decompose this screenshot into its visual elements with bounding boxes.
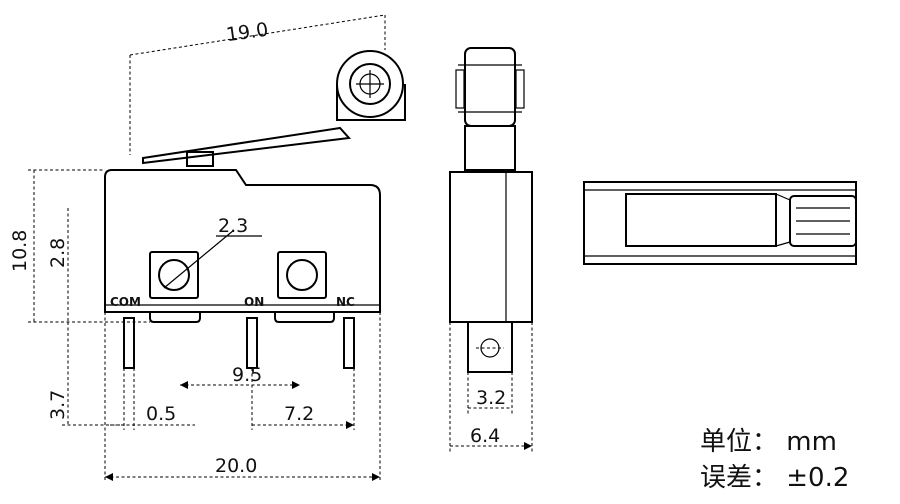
hole-right-circle (286, 259, 318, 291)
roller-bracket (336, 84, 406, 121)
side-roller (464, 47, 516, 127)
top-lever (625, 193, 777, 247)
top-bracket-upper (775, 193, 791, 201)
dim-3-2-text: 3.2 (476, 387, 506, 409)
dim-2-8-text: 2.8 (47, 238, 69, 268)
dim-6-4-arrow (524, 442, 532, 450)
dim-6-4-text: 6.4 (470, 425, 500, 447)
mounting-hole-right (277, 251, 327, 299)
side-axle-cap-right (515, 69, 525, 109)
dim-20-arrow-left (105, 473, 113, 481)
dim-9-5-arrow-right (292, 381, 300, 389)
side-axle-cap-left (455, 69, 465, 109)
lever-arm (142, 126, 352, 165)
pin-com (123, 317, 135, 369)
side-pin (467, 321, 513, 373)
top-bracket-lower (775, 241, 791, 247)
roller-inner (349, 63, 391, 105)
hole-leader-line (163, 229, 235, 289)
dim-2-3-text: 2.3 (218, 215, 248, 237)
label-com: COM (110, 295, 141, 309)
switch-body (104, 169, 381, 313)
side-lever (464, 125, 516, 171)
dim-19-text: 19.0 (225, 19, 270, 47)
lever-pivot (186, 151, 214, 167)
dim-10-8-text: 10.8 (9, 230, 31, 272)
dim-9-5-arrow-left (180, 381, 188, 389)
dim-7-2-arrow (346, 421, 354, 429)
dim-9-5-text: 9.5 (232, 364, 262, 386)
dim-3-7-text: 3.7 (47, 390, 69, 420)
dim-7-2-text: 7.2 (284, 403, 314, 425)
label-nc: NC (336, 295, 355, 309)
dim-19-line (129, 14, 386, 56)
front-view: COM ON NC 19.0 2.3 10.8 2.8 3.7 9.5 0 (9, 14, 406, 482)
hole-left-circle (158, 259, 190, 291)
tolerance-note: 误差： ±0.2 (700, 463, 849, 493)
pad-com (149, 312, 201, 323)
pin-nc (343, 317, 355, 369)
unit-note: 单位： mm (700, 427, 837, 457)
mounting-hole-left (149, 251, 199, 299)
side-view: 3.2 6.4 (449, 47, 533, 452)
dim-20-text: 20.0 (215, 455, 257, 477)
side-body (449, 171, 533, 323)
dim-0-5-text: 0.5 (146, 403, 176, 425)
top-roller (789, 195, 857, 247)
top-view (583, 181, 857, 265)
dim-20-arrow-right (372, 473, 380, 481)
pin-on (246, 317, 258, 369)
pad-nc (274, 312, 335, 323)
label-on: ON (244, 295, 264, 309)
